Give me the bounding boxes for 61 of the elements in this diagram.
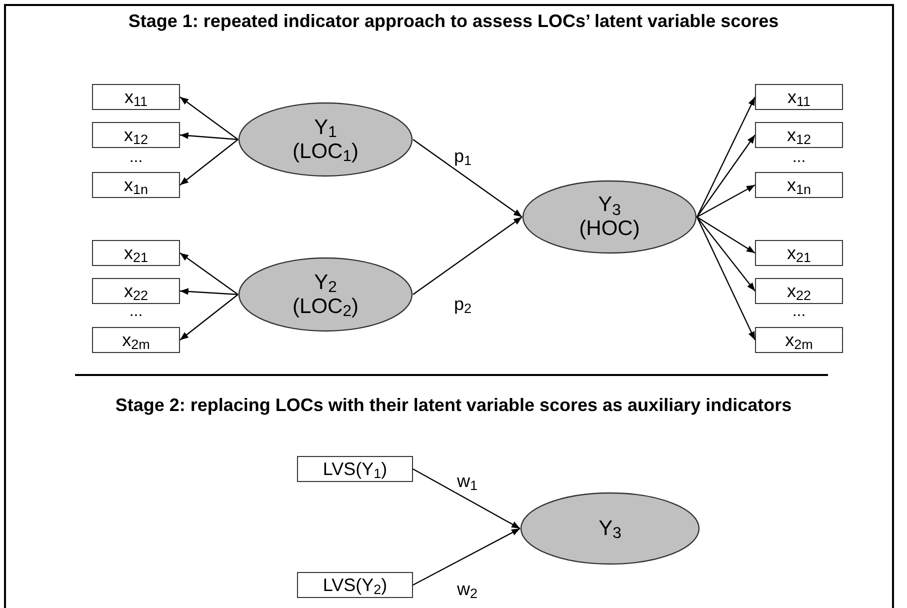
arrow <box>696 184 756 218</box>
ellipsis: ... <box>128 150 144 166</box>
node-label: x$_{21}$ <box>786 242 812 264</box>
stage-heading: Stage 2: replacing LOCs with their latent variable scores as auxiliary indicators <box>114 394 793 416</box>
indicator-box <box>297 572 413 598</box>
node-label: x$_{1n}$ <box>124 174 148 196</box>
arrow <box>412 468 520 530</box>
arrow <box>412 216 522 295</box>
latent-variable-ellipse <box>520 492 700 565</box>
indicator-box <box>297 456 413 482</box>
node-label: x$_{1n}$ <box>786 174 812 196</box>
stage-heading: Stage 1: repeated indicator approach to assess LOCs’ latent variable scores <box>127 10 780 32</box>
arrow <box>696 216 756 292</box>
ellipsis: ... <box>128 304 144 320</box>
node-label: x$_{12}$ <box>124 124 148 146</box>
indicator-box <box>755 172 843 198</box>
arrow <box>180 96 238 140</box>
arrow <box>180 252 238 295</box>
node-label: Y$_{3}$ <box>598 193 621 217</box>
indicator-box <box>92 122 180 148</box>
node-label: LVS(Y$_{2}$) <box>322 574 388 596</box>
arrow <box>412 139 522 218</box>
indicator-box <box>755 84 843 110</box>
arrow <box>180 132 238 140</box>
indicator-box <box>755 327 843 353</box>
ellipsis: ... <box>791 304 807 320</box>
node-label: x$_{11}$ <box>787 86 810 108</box>
indicator-box <box>92 327 180 353</box>
latent-variable-ellipse <box>238 257 413 332</box>
arrow <box>180 288 238 296</box>
node-label: x$_{21}$ <box>124 242 148 264</box>
node-label: x$_{22}$ <box>124 280 148 302</box>
indicator-box <box>92 240 180 266</box>
indicator-box <box>755 278 843 304</box>
node-label: x$_{11}$ <box>124 86 148 108</box>
node-label: Y$_{3}$ <box>598 516 622 540</box>
node-label: x$_{2m}$ <box>785 329 813 351</box>
arrow <box>412 528 520 586</box>
ellipsis: ... <box>791 150 807 166</box>
indicator-box <box>755 122 843 148</box>
node-label: x$_{2m}$ <box>122 329 150 351</box>
arrow <box>180 294 238 340</box>
latent-variable-ellipse <box>238 102 413 177</box>
node-label: LVS(Y$_{1}$) <box>322 458 388 480</box>
indicator-box <box>92 84 180 110</box>
node-label: (HOC) <box>579 217 640 241</box>
arrow <box>696 134 756 218</box>
arrow <box>696 216 756 340</box>
arrow <box>696 96 756 218</box>
node-label: x$_{12}$ <box>786 124 812 146</box>
node-label: Y$_{2}$ <box>314 270 337 294</box>
node-label: Y$_{1}$ <box>314 116 337 140</box>
latent-variable-ellipse <box>522 180 697 254</box>
indicator-box <box>755 240 843 266</box>
node-label: (LOC$_{2}$) <box>292 294 358 318</box>
indicator-box <box>92 278 180 304</box>
indicator-box <box>92 172 180 198</box>
node-label: x$_{22}$ <box>786 280 812 302</box>
arrow <box>180 139 238 186</box>
arrow <box>696 216 756 254</box>
node-label: (LOC$_{1}$) <box>292 140 358 164</box>
